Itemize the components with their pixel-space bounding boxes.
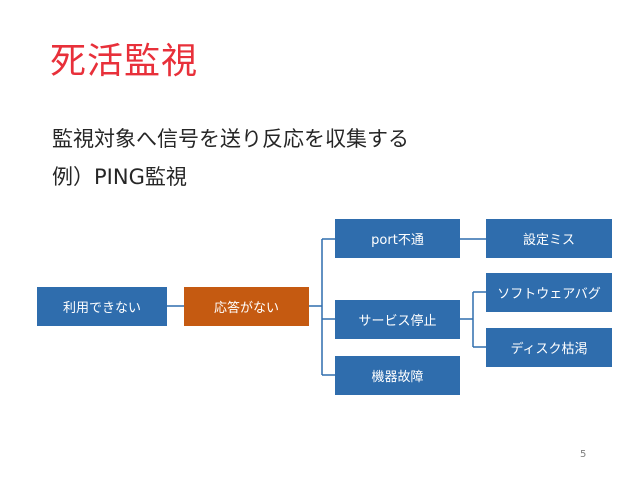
page-number: 5 bbox=[580, 449, 587, 460]
node-disk-full: ディスク枯渇 bbox=[486, 328, 612, 367]
node-config-error: 設定ミス bbox=[486, 219, 612, 258]
node-no-response: 応答がない bbox=[184, 287, 309, 326]
node-device-failure: 機器故障 bbox=[335, 356, 460, 395]
body-text-line-1: 監視対象へ信号を送り反応を収集する bbox=[52, 127, 409, 151]
slide-title: 死活監視 bbox=[50, 41, 199, 82]
node-service-stopped: サービス停止 bbox=[335, 300, 460, 339]
node-port-unreachable: port不通 bbox=[335, 219, 460, 258]
node-software-bug: ソフトウェアバグ bbox=[486, 273, 612, 312]
body-text-line-2: 例）PING監視 bbox=[52, 165, 187, 189]
node-unavailable: 利用できない bbox=[37, 287, 167, 326]
